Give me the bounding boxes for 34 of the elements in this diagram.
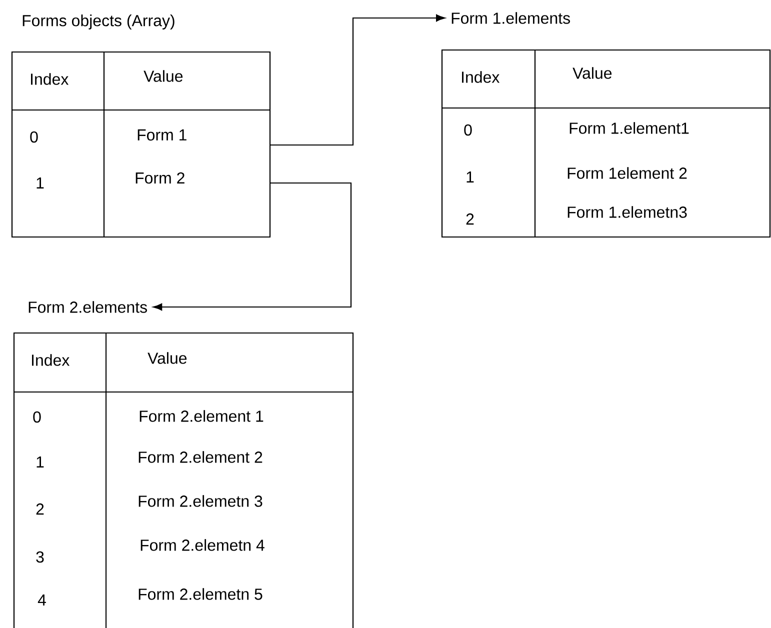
column-header: Value [572, 67, 612, 79]
value-cell: Form 1element 2 [568, 167, 687, 179]
index-cell: 3 [36, 551, 44, 563]
value-cell: Form 2 [136, 172, 184, 184]
column-header: Value [148, 352, 187, 364]
index-cell: 2 [36, 503, 44, 515]
value-cell: Form 2.elemetn 5 [138, 588, 262, 600]
table-title: Form 2.elements [28, 301, 147, 313]
value-cell: Form 1.elemetn3 [568, 206, 687, 218]
index-cell: 1 [36, 456, 44, 468]
value-cell: Form 2.element 1 [140, 410, 264, 422]
arrow [270, 14, 446, 146]
value-cell: Form 2.elemetn 4 [140, 539, 264, 551]
table [13, 332, 354, 628]
index-cell: 1 [36, 178, 44, 188]
index-cell: 1 [466, 172, 474, 182]
value-cell: Form 1 [138, 129, 186, 141]
index-cell: 0 [464, 124, 472, 136]
value-cell: Form 1.element1 [570, 122, 689, 134]
table-title: Form 1.elements [452, 12, 570, 24]
value-cell: Form 2.elemetn 3 [138, 495, 262, 507]
index-cell: 2 [466, 213, 474, 225]
index-cell: 0 [30, 131, 38, 143]
index-cell: 0 [33, 411, 41, 423]
table [441, 49, 771, 238]
table [11, 51, 271, 238]
index-cell: 4 [38, 594, 46, 606]
column-header: Value [144, 70, 183, 82]
arrow [152, 182, 352, 311]
value-cell: Form 2.element 2 [138, 451, 262, 463]
table-title: Forms objects (Array) [22, 14, 174, 30]
column-header: Index [32, 354, 70, 366]
column-header: Index [31, 73, 69, 85]
column-header: Index [462, 71, 500, 83]
